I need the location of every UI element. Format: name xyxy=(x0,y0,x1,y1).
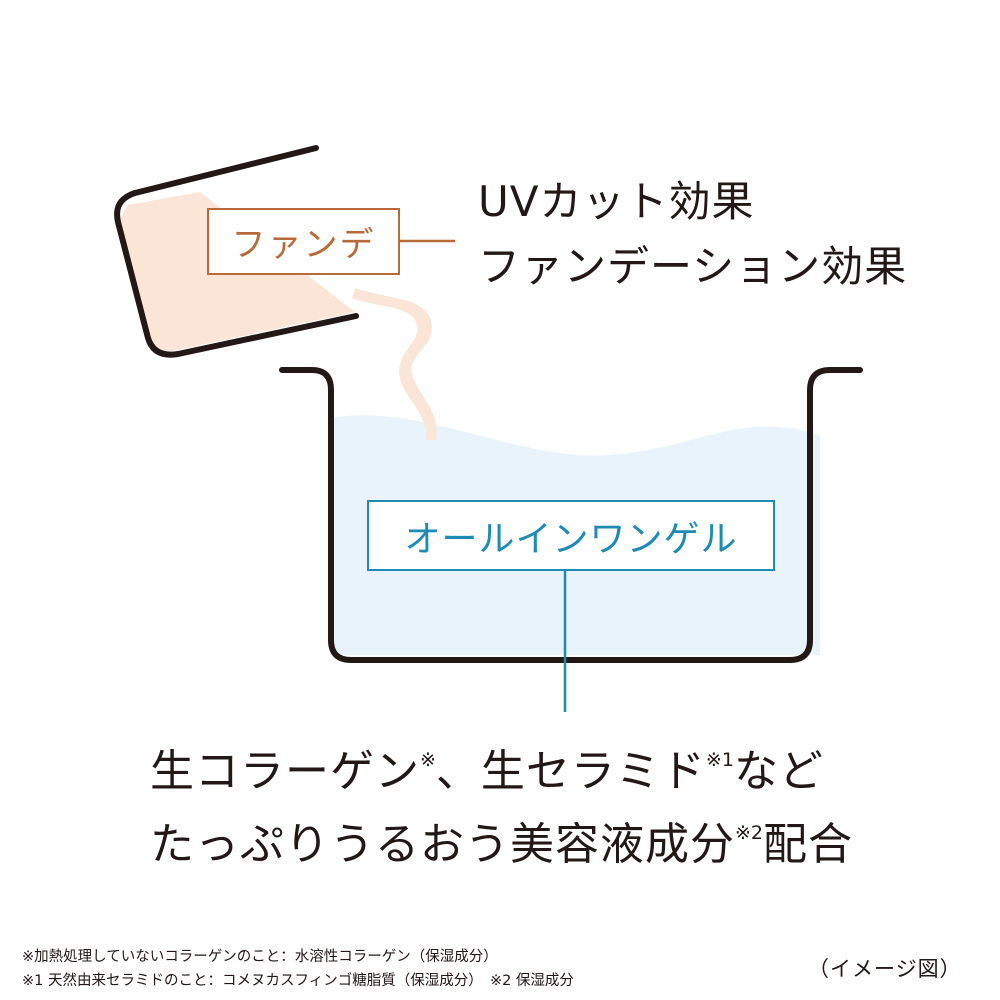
foundation-label: ファンデ xyxy=(207,208,400,275)
ingredient-serum: たっぷりうるおう美容液成分 xyxy=(150,819,735,870)
foundation-container xyxy=(114,145,359,358)
ingredients-blend: 配合 xyxy=(763,819,854,870)
footnote-marker: ※ xyxy=(420,749,436,771)
footnote-marker-1: ※1 xyxy=(705,749,734,771)
image-note: （イメージ図） xyxy=(808,957,962,981)
foundation-stream xyxy=(352,288,437,440)
foundation-effect-foundation: ファンデーション効果 xyxy=(478,242,908,291)
ingredients-line-1: 生コラーゲン※、生セラミド※1など xyxy=(150,735,824,799)
pot xyxy=(279,367,863,663)
ingredient-collagen: 生コラーゲン xyxy=(150,746,420,797)
ingredient-ceramide: 、生セラミド xyxy=(435,746,706,797)
foundation-effect-uv: UVカット効果 xyxy=(478,177,755,226)
footnote-collagen: ※加熱処理していないコラーゲンのこと：水溶性コラーゲン（保湿成分） xyxy=(22,949,498,965)
ingredients-suffix: など xyxy=(733,746,824,797)
footnote-ceramide: ※1 天然由来セラミドのこと：コメヌカスフィンゴ糖脂質（保湿成分） ※2 保湿成… xyxy=(22,973,574,989)
gel-label: オールインワンゲル xyxy=(367,500,775,571)
ingredients-line-2: たっぷりうるおう美容液成分※2配合 xyxy=(150,808,853,872)
footnote-marker-2: ※2 xyxy=(735,822,764,844)
